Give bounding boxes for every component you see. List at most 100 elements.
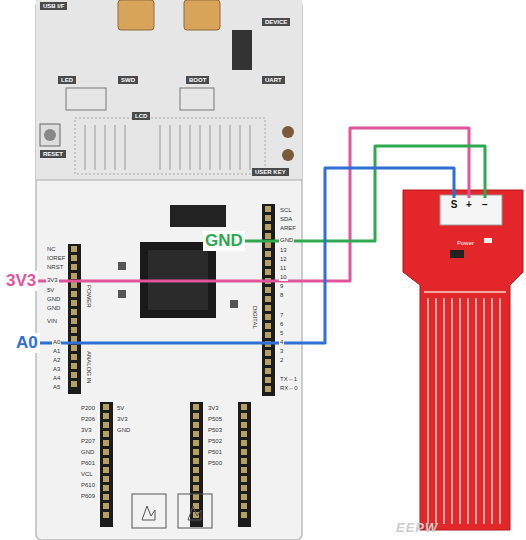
- pin: [103, 449, 109, 455]
- usb-connector: [118, 0, 154, 30]
- pin: [265, 206, 271, 212]
- pin: [193, 494, 199, 500]
- terminal-block: [440, 195, 502, 225]
- pin-label: A2: [52, 357, 61, 364]
- pin: [103, 512, 109, 518]
- terminal-plus: +: [461, 198, 477, 212]
- pin-label: 9: [279, 283, 284, 290]
- pin-label: 5V: [116, 405, 125, 412]
- lower-header: [100, 402, 113, 527]
- node-text: Power: [457, 240, 474, 247]
- pin-label: SCL: [279, 207, 293, 214]
- pin: [71, 300, 77, 306]
- section-label: USB I/F: [40, 2, 67, 10]
- node-text: GND: [205, 231, 243, 251]
- pin-label: POWER: [85, 284, 92, 309]
- pin: [193, 467, 199, 473]
- section-label: LCD: [132, 112, 150, 120]
- pin-label: 10: [279, 274, 288, 281]
- section-label: LED: [58, 76, 76, 84]
- pin-label: P500: [207, 460, 223, 467]
- trace: [499, 298, 501, 524]
- jumper-wire: [40, 168, 454, 343]
- pin: [265, 260, 271, 266]
- pin: [193, 440, 199, 446]
- dev-board: [36, 0, 302, 540]
- pin: [265, 215, 271, 221]
- pin-label: SDA: [279, 216, 293, 223]
- pin-label: GND: [279, 237, 294, 244]
- pin: [241, 494, 247, 500]
- pin-label: 3V3: [207, 405, 220, 412]
- pin-label: 3V3: [116, 416, 129, 423]
- pin: [265, 269, 271, 275]
- smd-part: [230, 300, 238, 308]
- pin: [265, 251, 271, 257]
- pin-label: P502: [207, 438, 223, 445]
- user-key: [282, 126, 294, 138]
- pin: [71, 381, 77, 387]
- pin-label: NRST: [46, 264, 64, 271]
- pin-label: 5V: [46, 287, 55, 294]
- pin-label: GND: [46, 296, 61, 303]
- pin: [193, 485, 199, 491]
- ic-chip: [232, 30, 252, 70]
- pin: [265, 314, 271, 320]
- pin: [71, 282, 77, 288]
- power-led: [484, 238, 492, 243]
- terminal-s: S: [446, 198, 462, 212]
- pin-label: 4: [279, 339, 284, 346]
- pin-label: 3V3: [80, 427, 93, 434]
- pin-label: TX→1: [279, 376, 298, 383]
- jumper-wire: [245, 146, 485, 241]
- reset-button: [40, 124, 60, 146]
- trace: [435, 298, 437, 524]
- trace: [483, 298, 485, 524]
- pin: [265, 296, 271, 302]
- pin: [193, 413, 199, 419]
- pin: [71, 264, 77, 270]
- pin: [71, 291, 77, 297]
- node-text: S: [446, 198, 462, 212]
- pin: [103, 476, 109, 482]
- trace: [491, 298, 493, 524]
- pin: [265, 323, 271, 329]
- reset-button-cap: [44, 129, 56, 141]
- pin-label: 12: [279, 256, 288, 263]
- pin: [241, 404, 247, 410]
- pin: [265, 233, 271, 239]
- pin: [103, 404, 109, 410]
- pin-label: 13: [279, 247, 288, 254]
- trace: [475, 298, 477, 524]
- pin-label: 3V3: [46, 277, 59, 284]
- trace: [427, 298, 429, 524]
- pin: [71, 309, 77, 315]
- pin-label: 8: [279, 292, 284, 299]
- trace: [451, 298, 453, 524]
- user-key: [282, 149, 294, 161]
- touch-button: [132, 494, 166, 528]
- pin-label: P601: [80, 460, 96, 467]
- pin: [103, 503, 109, 509]
- swd-header: [66, 88, 106, 110]
- pin-label: P610: [80, 482, 96, 489]
- section-label: SWD: [118, 76, 138, 84]
- boot-header: [180, 88, 214, 110]
- node-text: +: [461, 198, 477, 212]
- pin: [71, 318, 77, 324]
- pin-label: IOREF: [46, 255, 66, 262]
- touch-button: [178, 494, 212, 528]
- pin: [265, 368, 271, 374]
- water-sensor-board: [403, 190, 523, 530]
- pin-label: 2: [279, 357, 284, 364]
- pin: [193, 431, 199, 437]
- pin-label: P207: [80, 438, 96, 445]
- pin: [265, 377, 271, 383]
- trace: [467, 298, 469, 524]
- board-divider: [36, 180, 302, 181]
- pin: [103, 458, 109, 464]
- usb-connector: [184, 0, 220, 30]
- pin: [241, 467, 247, 473]
- pin: [71, 246, 77, 252]
- pin: [71, 336, 77, 342]
